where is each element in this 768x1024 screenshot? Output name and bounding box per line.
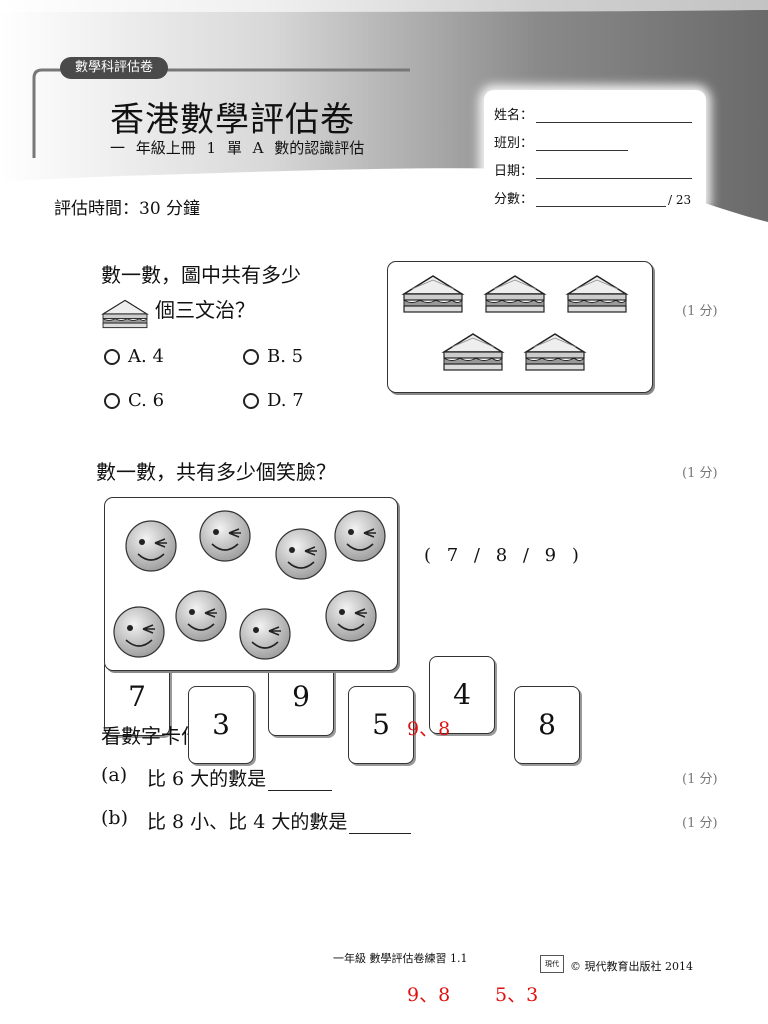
sandwiches-illustration: [403, 275, 627, 371]
radio-icon[interactable]: [104, 392, 120, 409]
red-answer-bottom-1: 9、8: [407, 984, 451, 1006]
q2-choices[interactable]: ( 7 / 8 / 9 ): [424, 545, 579, 566]
sandwich-icon: [101, 299, 149, 329]
q3a-text: 比 6 大的數是: [147, 768, 267, 790]
q1-prompt-line2: 個三文治？: [155, 298, 255, 322]
q1-option-d[interactable]: D. 7: [243, 390, 304, 411]
number-card: 4: [429, 656, 495, 734]
q2-marks: (1 分): [682, 466, 718, 481]
smiley-faces-illustration: [113, 510, 386, 660]
number-card: 7: [104, 658, 170, 736]
red-answer-inline: 9、8: [407, 718, 451, 740]
q3b-label: (b): [101, 807, 128, 829]
q3b-answer-blank[interactable]: [349, 832, 412, 834]
q3a-label: (a): [101, 764, 128, 786]
page-subtitle: 一 年級上冊 1 單 A 數的認識評估: [110, 139, 365, 157]
name-label: 姓名：: [494, 108, 534, 123]
class-label: 班別：: [494, 136, 534, 151]
date-line: [536, 166, 693, 179]
smiley-picture: [104, 497, 398, 671]
publisher-logo-icon: 現代: [540, 955, 564, 973]
footer-left: 一年級 數學評估卷練習 1.1: [333, 952, 468, 965]
q3b-text: 比 8 小、比 4 大的數是: [147, 811, 348, 833]
date-field[interactable]: 日期：: [494, 160, 693, 179]
time-limit: 評估時間：30 分鐘: [54, 199, 201, 219]
number-card: 3: [188, 686, 254, 764]
q1-option-c[interactable]: C. 6: [104, 390, 164, 411]
series-label: 數學科評估卷: [60, 57, 168, 79]
q3a-answer-blank[interactable]: [268, 789, 333, 791]
q3b-question: 比 8 小、比 4 大的數是: [147, 807, 412, 834]
student-info-card: 姓名： 班別： 日期： 分數： / 23: [484, 90, 706, 212]
number-card: 8: [514, 686, 580, 764]
name-field[interactable]: 姓名：: [494, 104, 693, 123]
radio-icon[interactable]: [104, 348, 120, 365]
score-total: / 23: [668, 193, 692, 207]
q1-option-b[interactable]: B. 5: [243, 346, 303, 367]
sandwich-picture: [387, 261, 653, 393]
q3a-question: 比 6 大的數是: [147, 764, 333, 791]
q1-marks: (1 分): [682, 304, 718, 319]
score-field[interactable]: 分數： / 23: [494, 188, 691, 207]
score-line: [536, 194, 667, 207]
class-line: [536, 138, 629, 151]
score-label: 分數：: [494, 192, 534, 207]
q1-option-a[interactable]: A. 4: [104, 346, 164, 367]
page-title: 香港數學評估卷: [110, 100, 355, 140]
radio-icon[interactable]: [243, 348, 259, 365]
date-label: 日期：: [494, 164, 534, 179]
q1-prompt-line1: 數一數，圖中共有多少: [101, 263, 301, 287]
number-card: 5: [348, 686, 414, 764]
q3b-marks: (1 分): [682, 816, 718, 831]
radio-icon[interactable]: [243, 392, 259, 409]
class-field[interactable]: 班別：: [494, 132, 629, 151]
red-answer-bottom-2: 5、3: [495, 984, 539, 1006]
q3a-marks: (1 分): [682, 772, 718, 787]
name-line: [536, 110, 693, 123]
q2-prompt: 數一數，共有多少個笑臉？: [96, 460, 336, 484]
footer-right: © 現代教育出版社 2014: [570, 960, 693, 973]
